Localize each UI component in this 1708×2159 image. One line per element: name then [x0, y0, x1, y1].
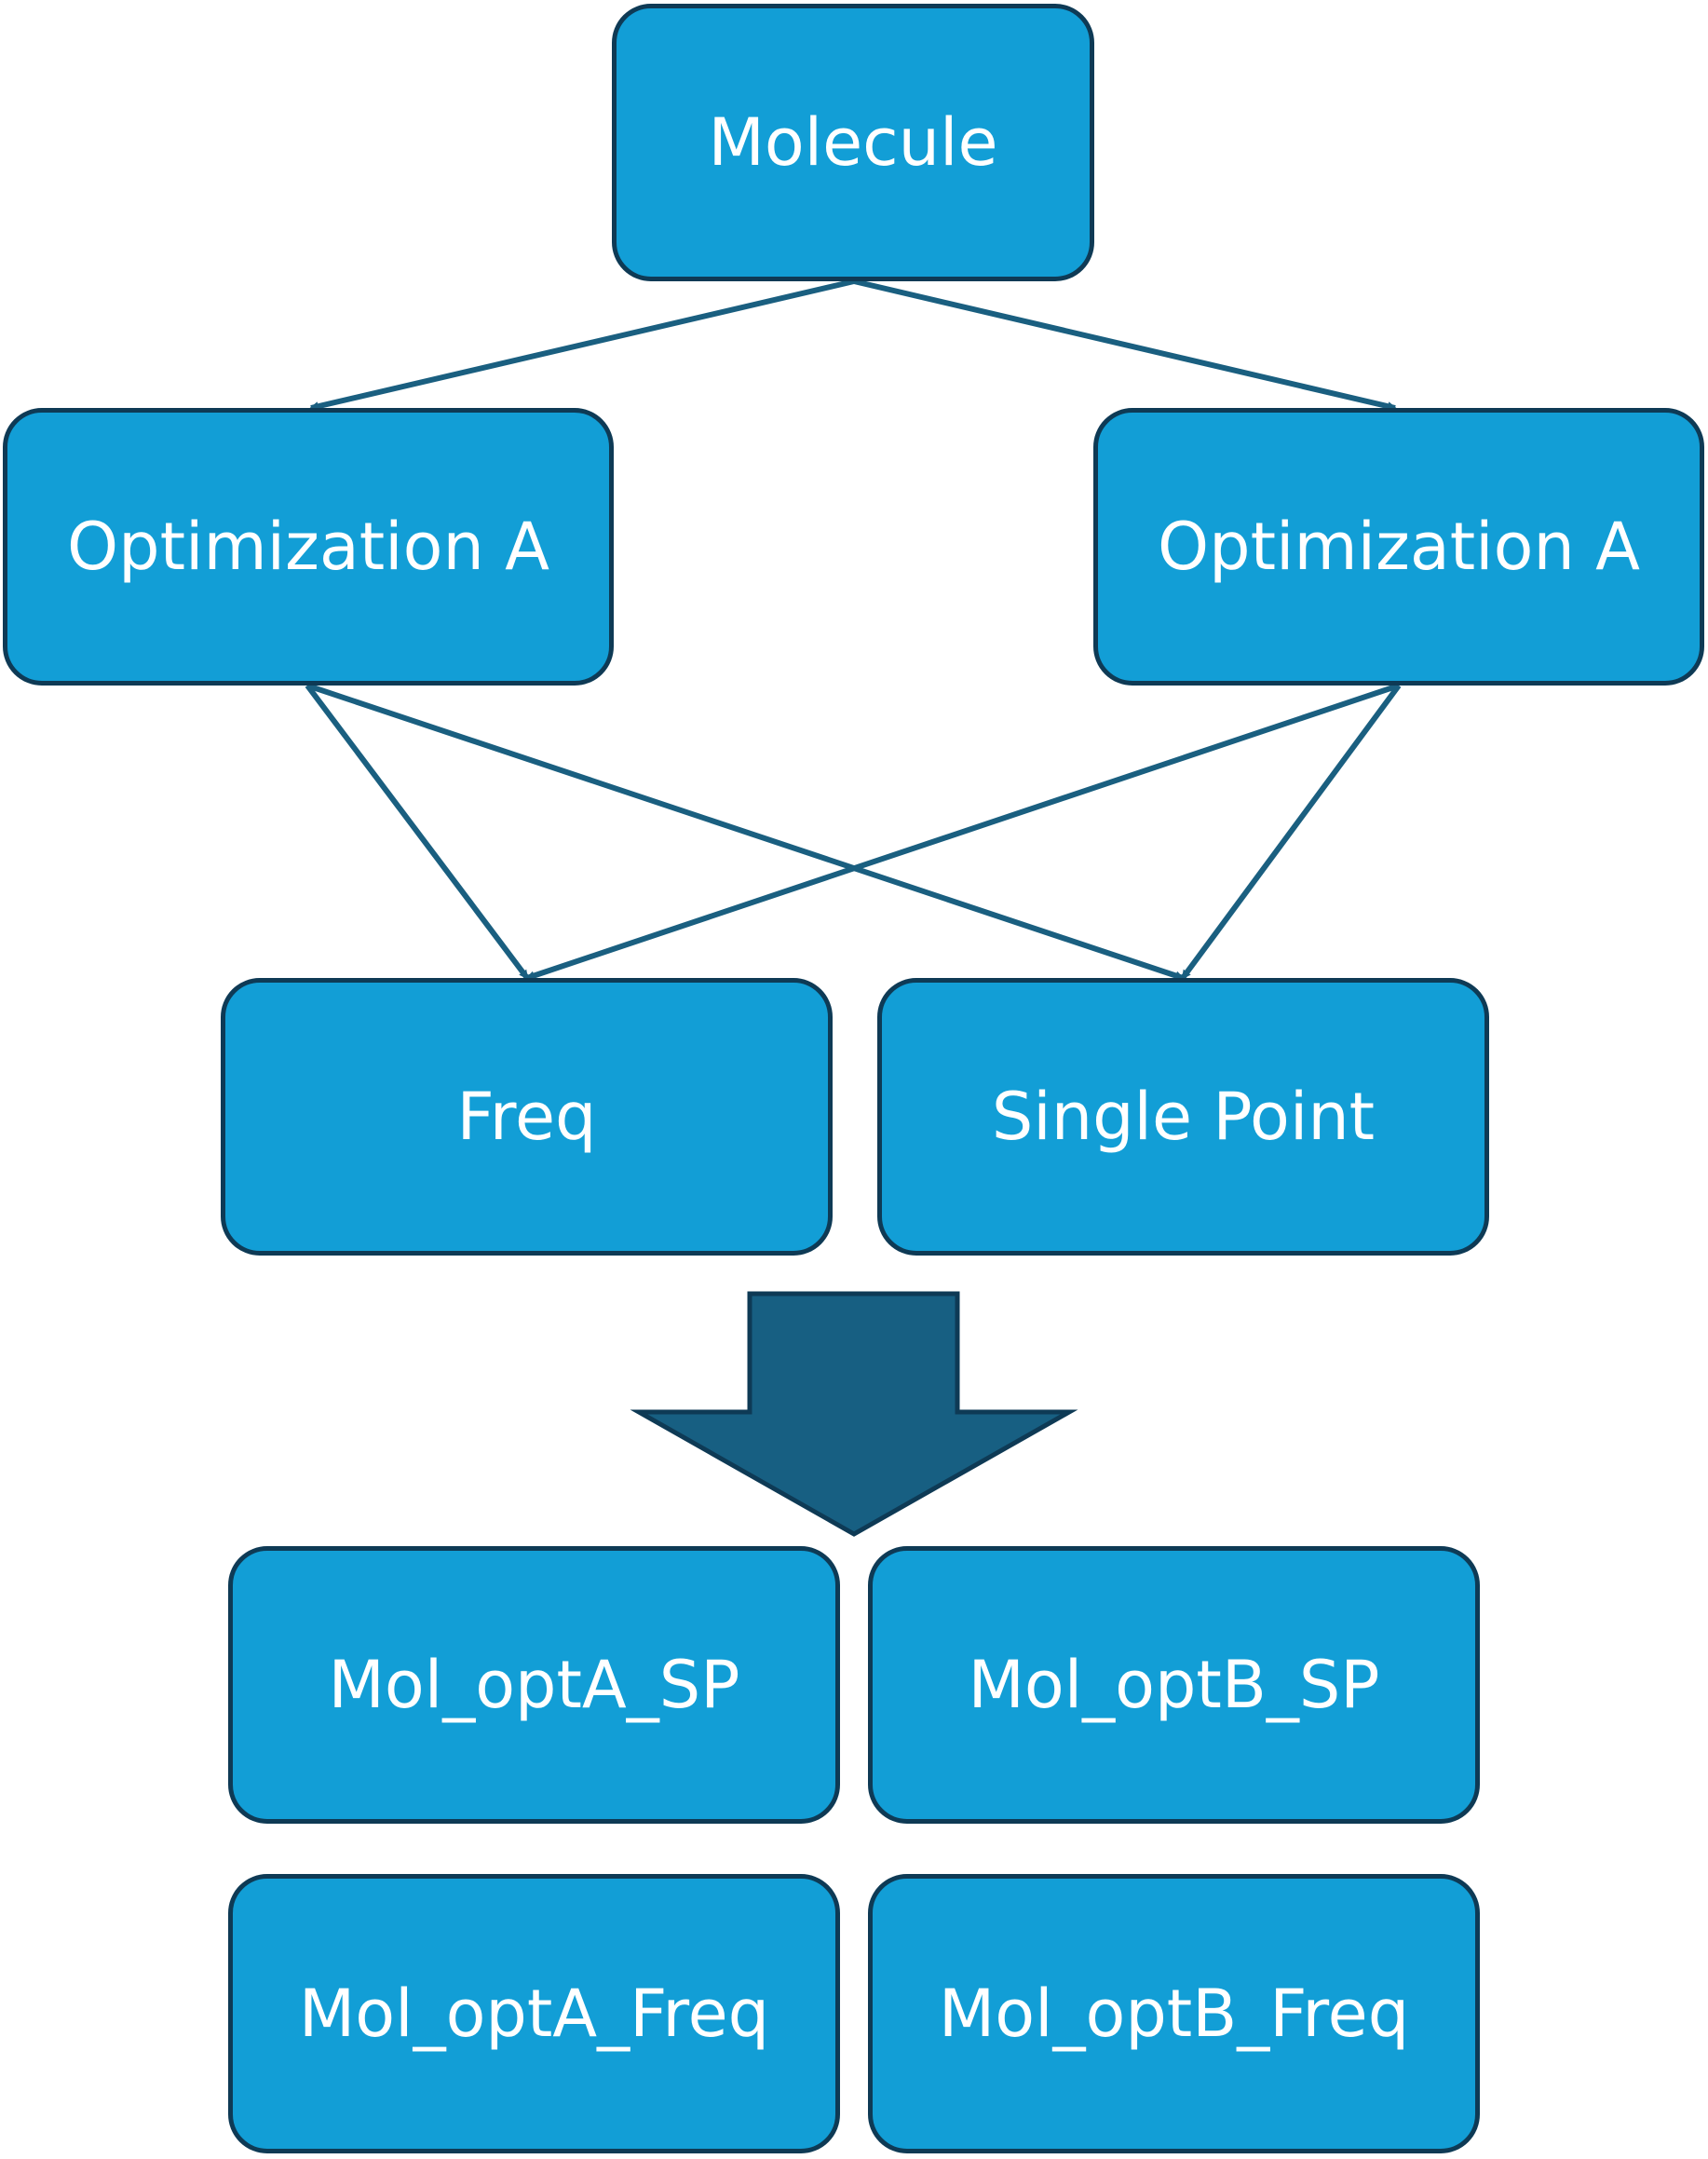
node-single-point: Single Point — [877, 978, 1489, 1256]
edge-optimization-left-to-freq — [305, 684, 530, 980]
edge-optimization-right-to-freq — [525, 683, 1400, 981]
down-arrow-icon — [630, 1291, 1078, 1537]
edge-molecule-to-optimization-right — [853, 278, 1397, 412]
edge-optimization-right-to-single-point — [1180, 684, 1402, 980]
edge-molecule-to-optimization-left — [309, 278, 855, 412]
node-freq: Freq — [221, 978, 833, 1256]
node-optimization-a-right: Optimization A — [1093, 408, 1704, 686]
node-mol-opta-freq: Mol_optA_Freq — [228, 1874, 840, 2153]
node-optimization-a-left: Optimization A — [3, 408, 614, 686]
node-mol-optb-sp: Mol_optB_SP — [868, 1546, 1480, 1824]
edge-optimization-left-to-single-point — [306, 683, 1185, 981]
node-mol-opta-sp: Mol_optA_SP — [228, 1546, 840, 1824]
node-molecule: Molecule — [612, 4, 1094, 281]
node-mol-optb-freq: Mol_optB_Freq — [868, 1874, 1480, 2153]
